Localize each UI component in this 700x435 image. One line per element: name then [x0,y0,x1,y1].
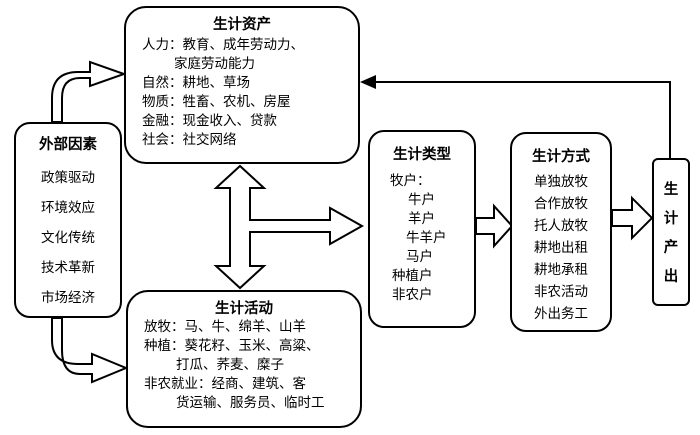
types-line: 种植户 [392,268,433,284]
external-factor-item: 文化传统 [41,230,95,246]
types-line: 非农户 [392,287,433,303]
activities-line: 打瓜、荞麦、糜子 [176,357,284,373]
external-factor-item: 环境效应 [41,200,95,216]
types-line: 牛羊户 [406,230,447,246]
output-char: 产 [663,240,679,256]
assets-line: 社会：社交网络 [142,132,237,148]
external-factor-item: 政策驱动 [41,170,95,186]
external-factor-item: 市场经济 [41,290,95,306]
methods-line: 合作放牧 [534,196,588,212]
assets-line: 人力：教育、成年劳动力、 [142,37,304,53]
types-line: 牛户 [408,192,435,208]
assets-line: 物质：牲畜、农机、房屋 [142,94,291,110]
livelihood-types-box: 生计类型 牧户： 牛户 羊户 牛羊户 马户 种植户 非农户 [368,130,476,328]
livelihood-activities-box: 生计活动 放牧：马、牛、绵羊、山羊 种植：葵花籽、玉米、高粱、 打瓜、荞麦、糜子… [126,290,362,428]
output-char: 生 [663,182,679,198]
methods-line: 耕地出租 [534,240,588,256]
assets-line: 家庭劳动能力 [174,56,255,72]
assets-line: 金融：现金收入、贷款 [142,113,277,129]
types-line: 羊户 [408,211,435,227]
types-title: 生计类型 [393,147,451,163]
livelihood-methods-box: 生计方式 单独放牧 合作放牧 托人放牧 耕地出租 耕地承租 非农活动 外出务工 [510,132,612,332]
feedback-arrowhead [360,75,376,89]
activities-line: 放牧：马、牛、绵羊、山羊 [144,319,306,335]
types-line: 牧户： [390,173,431,189]
arrow-types-to-methods [475,203,514,249]
arrow-assets-activities-types [213,164,365,290]
assets-title: 生计资产 [213,17,271,33]
livelihood-assets-box: 生计资产 人力：教育、成年劳动力、 家庭劳动能力 自然：耕地、草场 物质：牲畜、… [124,6,360,164]
methods-line: 托人放牧 [534,218,588,234]
arrow-methods-to-output [611,195,654,241]
output-char: 出 [663,269,679,285]
external-factor-item: 技术革新 [41,260,95,276]
activities-line: 非农就业：经商、建筑、客 [144,376,306,392]
types-line: 马户 [406,249,433,265]
activities-title: 生计活动 [215,301,273,317]
output-char: 计 [663,211,679,227]
assets-line: 自然：耕地、草场 [142,75,250,91]
livelihood-output-box: 生 计 产 出 [652,158,690,306]
activities-line: 货运输、服务员、临时工 [176,395,325,411]
methods-line: 耕地承租 [534,262,588,278]
methods-line: 非农活动 [534,284,588,300]
activities-line: 种植：葵花籽、玉米、高粱、 [144,338,320,354]
arrow-external-to-assets [51,60,128,123]
methods-title: 生计方式 [532,149,590,165]
external-factors-box: 外部因素 政策驱动 环境效应 文化传统 技术革新 市场经济 [14,122,122,318]
feedback-line [368,81,671,158]
external-factors-title: 外部因素 [39,137,97,153]
methods-line: 外出务工 [534,306,588,322]
methods-line: 单独放牧 [534,174,588,190]
arrow-external-to-activities [51,317,129,384]
